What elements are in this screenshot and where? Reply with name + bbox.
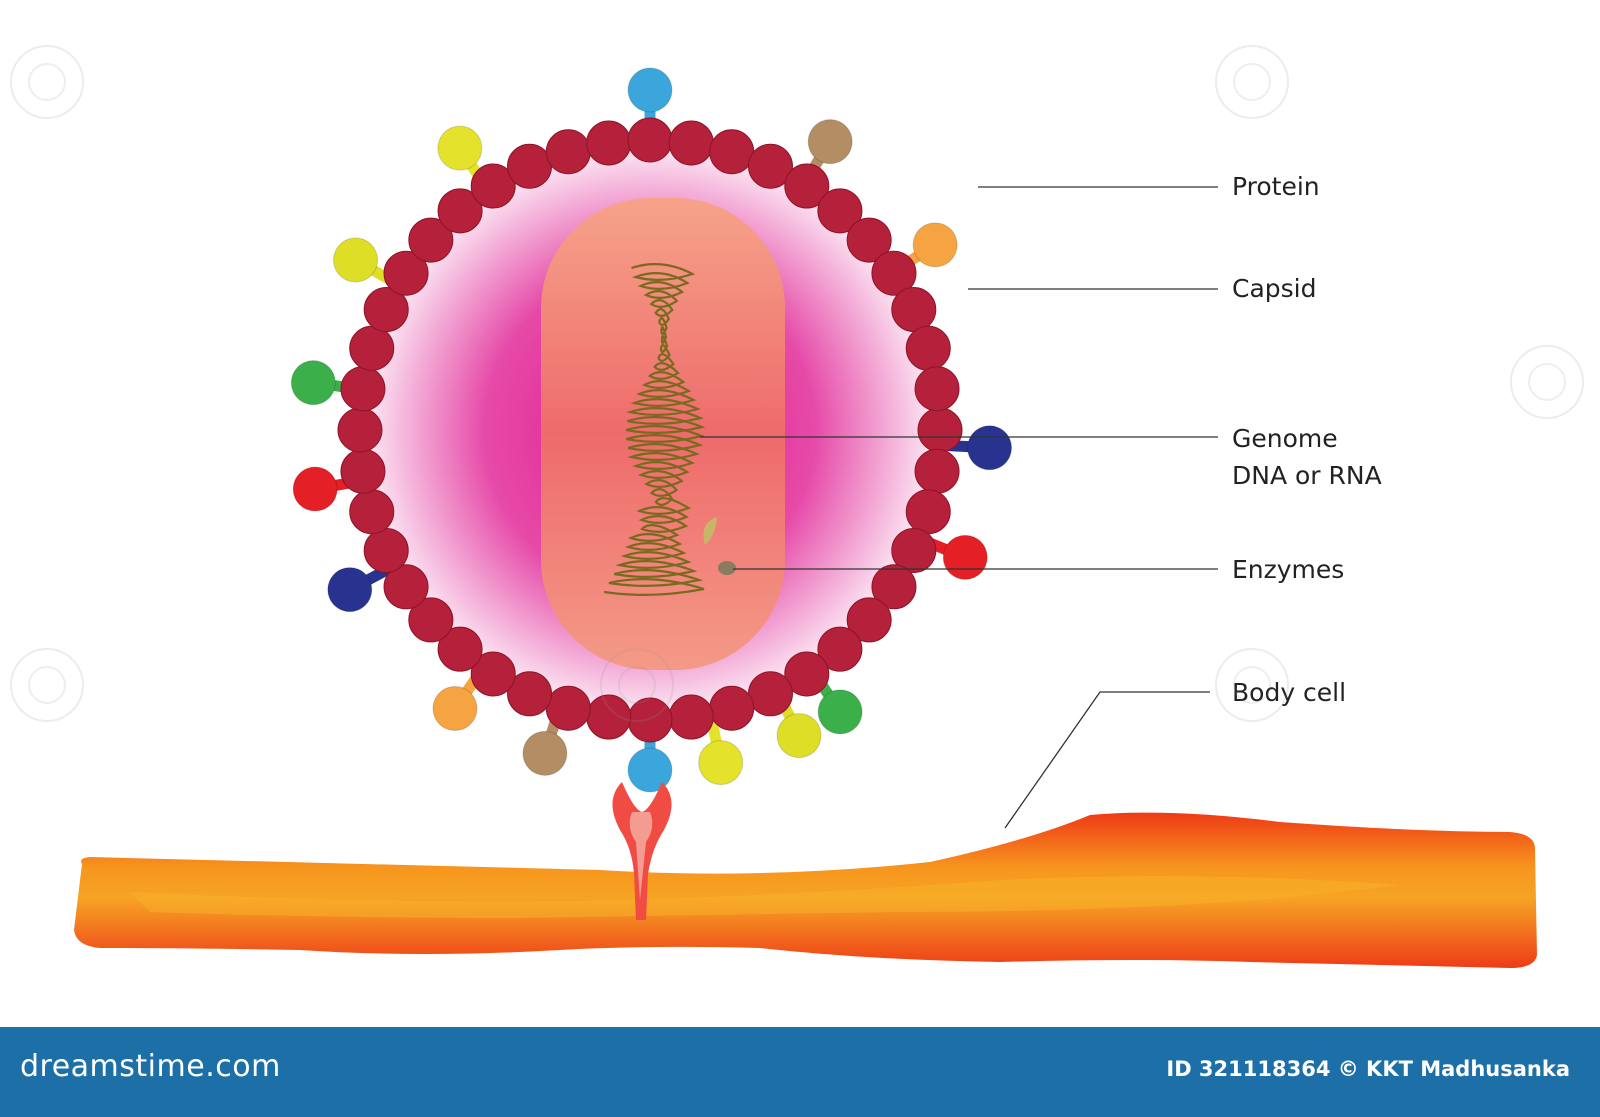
capsid-bead <box>747 671 793 717</box>
capsid-bead <box>507 143 553 189</box>
capsid-label: Capsid <box>1232 274 1317 303</box>
watermark-logo-5 <box>600 648 674 722</box>
capsid-bead <box>917 407 963 453</box>
capsid-bead <box>349 325 395 371</box>
enzymes-label: Enzymes <box>1232 555 1344 584</box>
footer-logo[interactable]: dreamstime.com <box>20 1049 281 1084</box>
genome-strand-path <box>603 263 706 596</box>
capsid-bead <box>470 651 516 697</box>
body-cell-leader-line <box>1004 691 1210 829</box>
genome-strand <box>603 263 706 596</box>
protein-spike-head <box>627 67 673 113</box>
capsid-bead <box>891 527 937 573</box>
genome-label: Genome <box>1232 424 1338 453</box>
protein-spike-head <box>698 740 744 786</box>
capsid-bead <box>586 120 632 166</box>
body-cell <box>74 812 1537 968</box>
capsid-bead <box>846 597 892 643</box>
capsid-bead <box>408 597 454 643</box>
watermark-logo-3 <box>10 648 84 722</box>
virus-diagram: Protein Capsid Genome DNA or RNA Enzymes… <box>74 67 1537 968</box>
capsid-bead <box>408 217 454 263</box>
capsid-bead <box>914 448 960 494</box>
capsid-bead <box>871 250 917 296</box>
capsid-bead <box>545 685 591 731</box>
capsid-bead <box>747 143 793 189</box>
watermark-logo-6 <box>1510 345 1584 419</box>
capsid-bead <box>340 366 386 412</box>
capsid-bead <box>349 489 395 535</box>
capsid-bead <box>668 120 714 166</box>
capsid-bead <box>383 250 429 296</box>
capsid-bead <box>363 527 409 573</box>
capsid-bead <box>545 129 591 175</box>
capsid-bead <box>470 163 516 209</box>
protein-spike-head <box>522 730 568 776</box>
capsid-bead <box>905 489 951 535</box>
protein-spike-head <box>292 466 338 512</box>
capsid-ring <box>337 117 963 743</box>
protein-spike-head <box>912 222 958 268</box>
capsid-bead <box>627 117 673 163</box>
capsid-bead <box>784 163 830 209</box>
capsid-bead <box>668 694 714 740</box>
capsid-bead <box>817 626 863 672</box>
protein-spike-head <box>437 125 483 171</box>
capsid-bead <box>817 188 863 234</box>
watermark-logo-4 <box>1215 648 1289 722</box>
enzyme-leaf <box>703 517 717 545</box>
capsid-bead <box>437 188 483 234</box>
protein-spike-head <box>333 237 379 283</box>
capsid-bead <box>363 287 409 333</box>
protein-spike-head <box>817 689 863 735</box>
protein-spike-head <box>807 119 853 165</box>
capsid-bead <box>871 564 917 610</box>
capsid-bead <box>709 129 755 175</box>
watermark-logo-2 <box>1215 45 1289 119</box>
footer-bar: dreamstime.com ID 321118364 © KKT Madhus… <box>0 1027 1600 1117</box>
watermark-logo-1 <box>10 45 84 119</box>
protein-label: Protein <box>1232 172 1320 201</box>
capsid-bead <box>383 564 429 610</box>
capsid-bead <box>437 626 483 672</box>
protein-spike-head <box>776 713 822 759</box>
capsid-bead <box>340 448 386 494</box>
protein-spike-head <box>967 425 1013 471</box>
capsid-bead <box>337 407 383 453</box>
protein-spike-head <box>327 567 373 613</box>
capsid-bead <box>891 287 937 333</box>
enzyme-blob <box>718 561 736 575</box>
capsid-bead <box>507 671 553 717</box>
capsid-bead <box>784 651 830 697</box>
cell-receptor-inner <box>629 812 653 900</box>
protein-spike-head <box>627 747 673 793</box>
capsid-bead <box>914 366 960 412</box>
genome-type-label: DNA or RNA <box>1232 461 1382 490</box>
capsid-bead <box>846 217 892 263</box>
capsid-bead <box>709 685 755 731</box>
protein-spike-head <box>942 534 988 580</box>
image-credit: ID 321118364 © KKT Madhusanka <box>1166 1057 1570 1081</box>
capsid-bead <box>905 325 951 371</box>
protein-spike-head <box>290 360 336 406</box>
virus-core <box>541 198 785 670</box>
body-cell-highlight <box>130 876 1400 918</box>
protein-spike-head <box>432 686 478 732</box>
